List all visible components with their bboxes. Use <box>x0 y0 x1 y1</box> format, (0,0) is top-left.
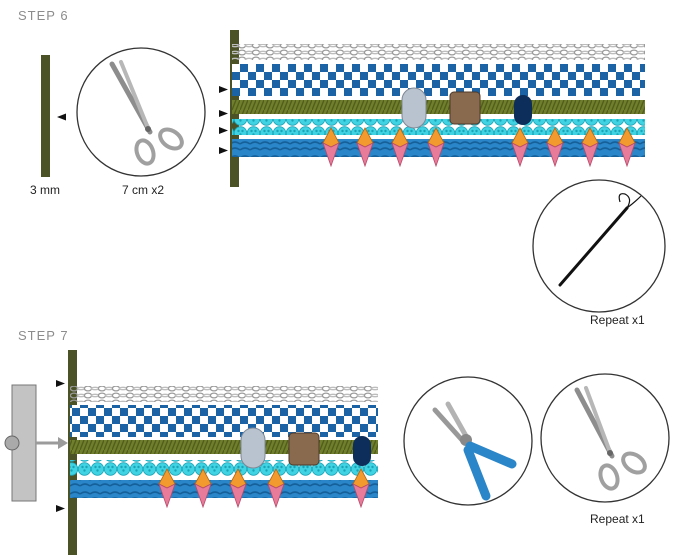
bead-strand <box>70 460 378 476</box>
braided-cord <box>232 100 645 114</box>
braided-cord <box>70 440 378 454</box>
needle-icon <box>532 179 666 313</box>
scissors-icon <box>540 373 670 503</box>
step6-repeat-label: Repeat x1 <box>590 313 645 327</box>
crystal-bead <box>240 427 266 469</box>
step6-title: STEP 6 <box>18 8 69 23</box>
chain-layer <box>70 386 378 402</box>
wood-bead <box>449 91 481 125</box>
step7-title: STEP 7 <box>18 328 69 343</box>
arrow-icon <box>219 86 228 154</box>
checker-ribbon <box>70 405 378 437</box>
clasp-icon <box>4 384 68 502</box>
navy-bead <box>514 95 532 125</box>
step7-bracelet-assembly <box>56 350 378 555</box>
bead-strand <box>232 119 645 135</box>
scissors-icon <box>76 47 206 177</box>
cord-width-label: 3 mm <box>30 183 60 197</box>
arrow-icon <box>57 113 66 121</box>
navy-bead <box>353 436 371 466</box>
pliers-icon <box>403 376 533 506</box>
step6-bracelet-assembly <box>219 30 645 187</box>
blue-cord <box>70 480 378 498</box>
crystal-bead <box>401 87 427 129</box>
cord-sample <box>41 55 50 177</box>
cut-length-label: 7 cm x2 <box>122 183 165 197</box>
checker-ribbon <box>232 64 645 96</box>
chain-layer <box>232 44 645 60</box>
step7-repeat-label: Repeat x1 <box>590 512 645 526</box>
wood-bead <box>288 432 320 466</box>
